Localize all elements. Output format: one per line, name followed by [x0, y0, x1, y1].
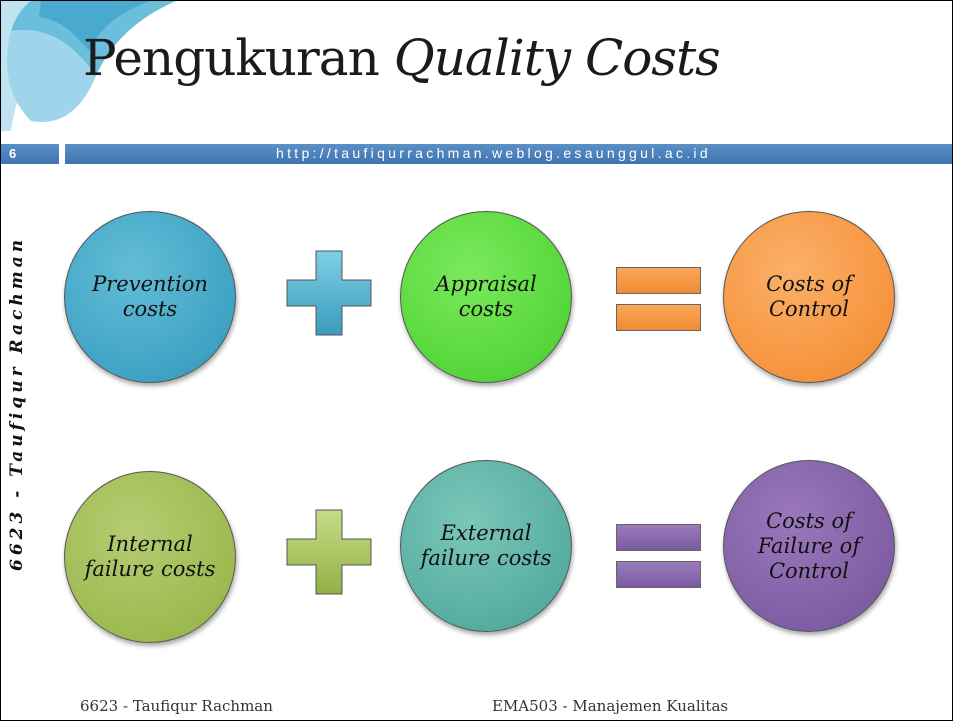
slide-number: 6	[9, 146, 17, 161]
slide-number-box	[1, 144, 59, 164]
equals-bar-top	[616, 524, 701, 551]
header-url: http://taufiqurrachman.weblog.esaunggul.…	[276, 145, 711, 161]
title-main: Pengukuran	[83, 29, 380, 87]
appraisal-costs-circle: Appraisal costs	[400, 211, 572, 383]
header-bar	[65, 144, 952, 164]
costs-of-control-label: Costs of Control	[766, 272, 852, 321]
footer-right: EMA503 - Manajemen Kualitas	[492, 697, 729, 715]
prevention-costs-circle: Prevention costs	[64, 211, 236, 383]
appraisal-costs-label: Appraisal costs	[435, 272, 537, 321]
plus-icon	[286, 509, 372, 595]
internal-failure-costs-label: Internal failure costs	[84, 532, 216, 581]
costs-of-control-circle: Costs of Control	[723, 211, 895, 383]
footer-left: 6623 - Taufiqur Rachman	[80, 697, 273, 715]
title-italic: Quality Costs	[393, 29, 721, 87]
external-failure-costs-label: External failure costs	[420, 521, 552, 570]
equals-bar-bottom	[616, 561, 701, 588]
equals-bar-top	[616, 267, 701, 294]
equals-bar-bottom	[616, 304, 701, 331]
decorative-swirl	[1, 1, 176, 131]
internal-failure-costs-circle: Internal failure costs	[64, 471, 236, 643]
prevention-costs-label: Prevention costs	[92, 272, 208, 321]
costs-of-failure-of-control-circle: Costs of Failure of Control	[723, 460, 895, 632]
page-title: Pengukuran Quality Costs	[83, 29, 721, 87]
costs-of-failure-of-control-label: Costs of Failure of Control	[757, 508, 861, 583]
side-author-text: 6623 - Taufiqur Rachman	[7, 235, 27, 571]
plus-icon	[286, 250, 372, 336]
external-failure-costs-circle: External failure costs	[400, 460, 572, 632]
